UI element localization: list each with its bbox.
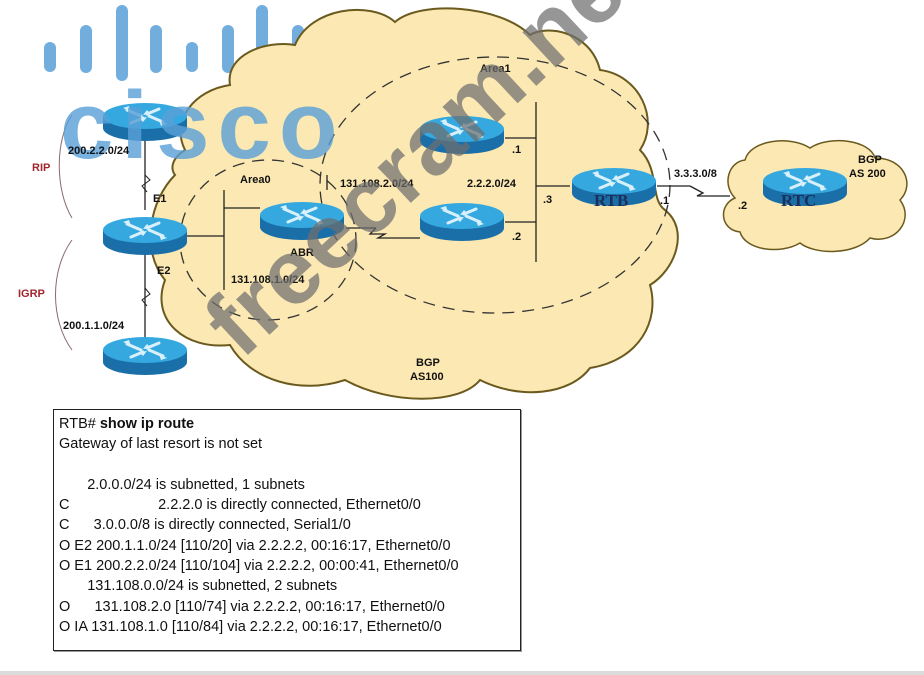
as200-number-label: AS 200	[849, 168, 886, 180]
rtc-label: RTC	[781, 191, 816, 210]
router-area1-2[interactable]	[418, 201, 506, 243]
route-line: O E1 200.2.2.0/24 [110/104] via 2.2.2.2,…	[59, 558, 459, 575]
area0-network-label: 131.108.1.0/24	[231, 274, 305, 286]
area0-label: Area0	[240, 174, 271, 186]
bgp-as100-cloud	[149, 7, 679, 400]
route-line: 2.0.0.0/24 is subnetted, 1 subnets	[59, 476, 305, 493]
host-id-rtc-serial: .2	[738, 200, 747, 212]
host-id-r1: .1	[512, 144, 521, 156]
route-line: C 3.0.0.0/8 is directly connected, Seria…	[59, 517, 351, 534]
igrp-network-label: 200.1.1.0/24	[63, 320, 125, 332]
rip-network-label: 200.2.2.0/24	[68, 145, 130, 157]
bgp-link-network-label: 3.3.3.0/8	[674, 168, 717, 180]
igrp-brace	[55, 239, 73, 351]
links	[141, 102, 730, 340]
router-asbr[interactable]	[101, 215, 189, 257]
host-id-r2: .2	[512, 231, 521, 243]
igrp-label: IGRP	[18, 288, 45, 300]
rtb-label: RTB	[594, 191, 628, 210]
rip-brace	[58, 114, 73, 219]
abr-label: ABR	[290, 247, 314, 259]
route-line	[59, 455, 515, 475]
interface-e2-label: E2	[157, 265, 170, 277]
host-id-rtb-lan: .3	[543, 194, 552, 206]
route-line: O E2 200.1.1.0/24 [110/20] via 2.2.2.2, …	[59, 537, 451, 554]
interface-e1-label: E1	[153, 193, 166, 205]
router-abr[interactable]	[258, 200, 346, 242]
command-line: RTB# show ip route	[59, 414, 515, 434]
as100-bgp-label: BGP	[416, 357, 440, 369]
as200-bgp-label: BGP	[858, 154, 882, 166]
router-igrp[interactable]	[101, 335, 189, 377]
bottom-divider	[0, 671, 924, 675]
rip-label: RIP	[32, 162, 50, 174]
as100-number-label: AS100	[410, 371, 444, 383]
area1-label: Area1	[480, 63, 511, 75]
cisco-wordmark-watermark: cisco	[60, 72, 345, 179]
route-line: O 131.108.2.0 [110/74] via 2.2.2.2, 00:1…	[59, 598, 445, 615]
route-line: C 2.2.2.0 is directly connected, Etherne…	[59, 497, 421, 514]
area1-serial-network-label: 131.108.2.0/24	[340, 178, 414, 190]
area1-lan-network-label: 2.2.2.0/24	[467, 178, 517, 190]
show-ip-route-output: RTB# show ip route Gateway of last resor…	[53, 409, 521, 651]
router-area1-1[interactable]	[418, 114, 506, 156]
route-line: Gateway of last resort is not set	[59, 436, 263, 453]
cli-command: show ip route	[99, 416, 195, 432]
area1-boundary	[319, 56, 671, 314]
cli-prompt: RTB#	[59, 416, 96, 432]
host-id-rtb-serial: .1	[660, 195, 669, 207]
route-line: 131.108.0.0/24 is subnetted, 2 subnets	[59, 578, 338, 595]
route-line: O IA 131.108.1.0 [110/84] via 2.2.2.2, 0…	[59, 618, 442, 635]
